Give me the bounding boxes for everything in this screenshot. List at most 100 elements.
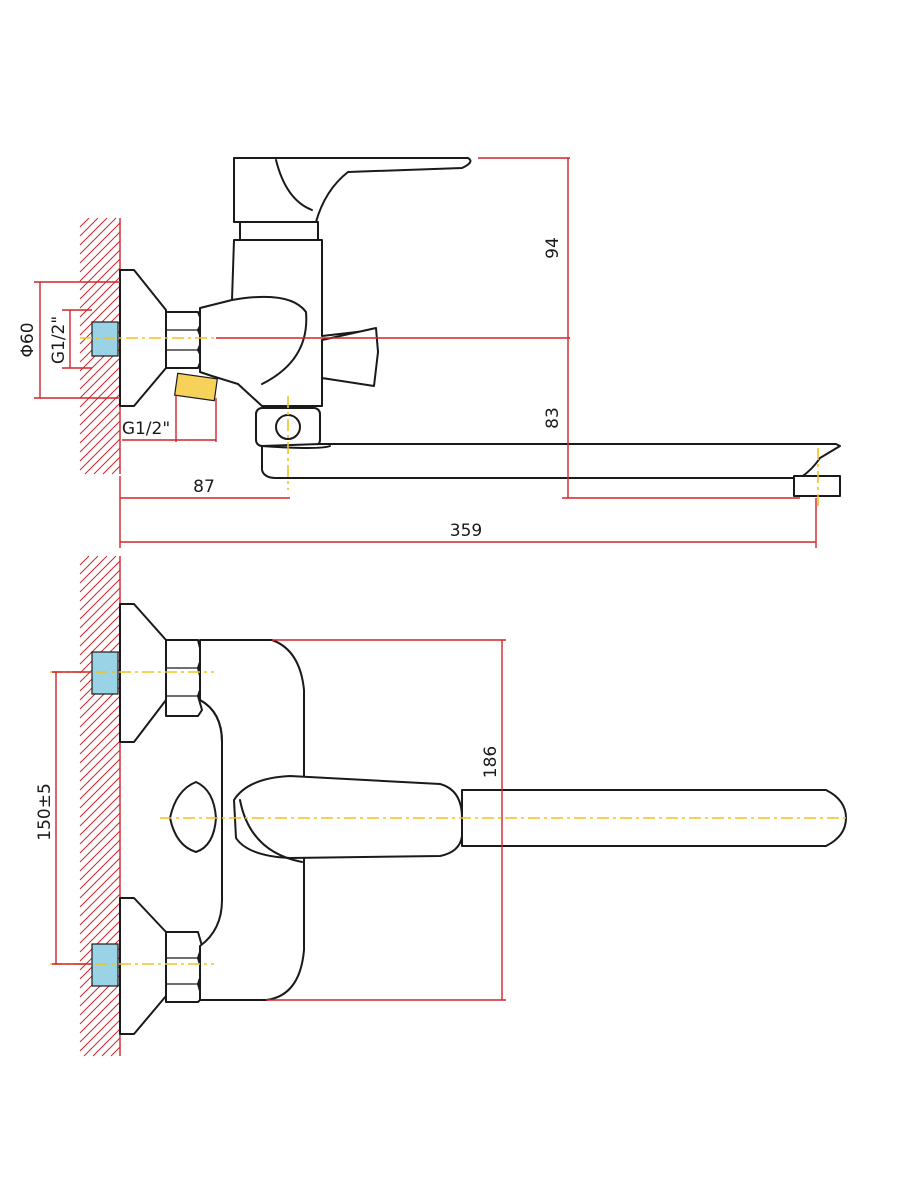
inlet-thread-side <box>91 321 119 357</box>
lever-handle-side <box>233 157 472 223</box>
wall-hatch-line <box>79 776 121 818</box>
wall-hatch-line <box>79 884 121 926</box>
wall-hatch-line <box>79 731 121 773</box>
wall-hatch-line <box>79 285 121 327</box>
wall-hatch-line <box>79 812 121 854</box>
wall-hatch-line <box>79 902 121 944</box>
wall-hatch-line <box>92 1028 121 1057</box>
wall-hatch-line <box>79 749 121 791</box>
wall-hatch-line <box>79 857 121 899</box>
wall-hatch-line <box>79 402 121 444</box>
dim-diameter: Φ60 <box>18 322 38 357</box>
wall-hatch-line <box>79 258 121 300</box>
front-view: 150±5 186 <box>35 555 848 1057</box>
wall-hatch-line <box>79 276 121 318</box>
wall-hatch-line <box>79 866 121 908</box>
wall-hatch-line <box>79 267 121 309</box>
wall-hatch-line <box>79 713 121 755</box>
escutcheon-lower <box>119 897 167 1035</box>
wall-hatch-line <box>79 587 121 629</box>
wall-hatch-line <box>79 596 121 638</box>
wall-hatch-line <box>79 420 121 462</box>
inlet-thread-lower <box>91 943 119 987</box>
wall-hatch-line <box>79 704 121 746</box>
dim-outlet-thread: G1/2" <box>122 419 170 439</box>
wall-hatch-line <box>79 893 121 935</box>
wall-hatch-line <box>79 366 121 408</box>
wall-hatch-line <box>79 839 121 881</box>
wall-hatch-line <box>110 1046 121 1057</box>
wall-hatch-line <box>79 614 121 656</box>
wall-hatch-line <box>79 249 121 291</box>
outlet-thread-side <box>173 372 219 402</box>
wall-hatch-line <box>79 695 121 737</box>
wall-hatch-line <box>79 411 121 453</box>
wall-hatch-line <box>79 785 121 827</box>
diverter-knob-side <box>321 327 379 387</box>
wall-hatch-line <box>79 393 121 435</box>
escutcheon-upper <box>119 603 167 743</box>
wall-hatch-line <box>79 384 121 426</box>
wall-hatch-line <box>102 456 121 475</box>
dim-total-length: 359 <box>450 521 482 541</box>
wall-hatch-line <box>79 767 121 809</box>
wall-hatch-line <box>79 429 121 471</box>
wall-hatch-line <box>79 217 117 255</box>
wall-hatch-line <box>79 555 117 593</box>
wall-hatch-line <box>79 217 99 237</box>
wall-hatch-line <box>79 240 121 282</box>
wall-hatch-line <box>79 555 90 566</box>
wall-hatch-line <box>79 560 121 602</box>
spout-side <box>261 443 841 479</box>
wall-hatch-line <box>79 578 121 620</box>
dim-inlet-thread: G1/2" <box>49 316 69 364</box>
wall-hatch-line <box>111 465 121 475</box>
wall-hatch-line <box>79 821 121 863</box>
wall-hatch-line <box>79 794 121 836</box>
dim-inlet-to-outlet: 87 <box>193 477 215 497</box>
aerator-side <box>793 475 841 497</box>
wall-hatch-line <box>79 992 121 1034</box>
wall-hatch-line <box>84 438 121 475</box>
wall-hatch-line <box>79 920 121 962</box>
wall-hatch-line <box>83 1019 121 1057</box>
wall-hatch-line <box>79 722 121 764</box>
wall-hatch-line <box>79 217 108 246</box>
wall-hatch-line <box>79 623 121 665</box>
dim-height-upper: 94 <box>543 237 563 259</box>
wall-hatch-line <box>79 555 108 584</box>
wall-hatch-line <box>79 357 121 399</box>
diverter-knob-front <box>169 781 217 853</box>
wall-hatch-line <box>79 740 121 782</box>
wall-hatch-line <box>79 830 121 872</box>
hex-nut-side <box>165 311 203 369</box>
wall-hatch-line <box>79 294 121 336</box>
wall-hatch-line <box>79 222 121 264</box>
wall-hatch-line <box>79 569 121 611</box>
wall-hatch-line <box>79 875 121 917</box>
wall-hatch-line <box>79 983 121 1025</box>
cartridge-cap-side <box>239 221 319 241</box>
wall-hatch-line <box>79 231 121 273</box>
dim-height-lower: 83 <box>543 407 563 429</box>
wall-hatch-line <box>79 911 121 953</box>
wall-hatch-line <box>101 1037 121 1057</box>
wall-hatch-line <box>79 375 121 417</box>
wall-hatch-line <box>79 758 121 800</box>
inlet-thread-upper <box>91 651 119 695</box>
lever-handle-front <box>233 775 463 859</box>
side-view: 94 83 Φ60 G1/2" G1/2" 87 359 <box>18 157 841 548</box>
wall-hatch-line <box>79 605 121 647</box>
wall-hatch-line <box>93 447 121 475</box>
wall-hatch-line <box>79 1010 121 1052</box>
wall-hatch-line <box>79 803 121 845</box>
wall-hatch-line <box>79 1001 121 1043</box>
wall-hatch-line <box>79 555 99 575</box>
dim-body-height: 186 <box>481 746 501 778</box>
wall-hatch-line <box>79 848 121 890</box>
dim-inlet-spacing: 150±5 <box>35 783 55 841</box>
wall-hatch-line <box>79 217 90 228</box>
hex-nut-lower <box>165 931 203 1003</box>
hex-nut-upper <box>165 639 203 717</box>
